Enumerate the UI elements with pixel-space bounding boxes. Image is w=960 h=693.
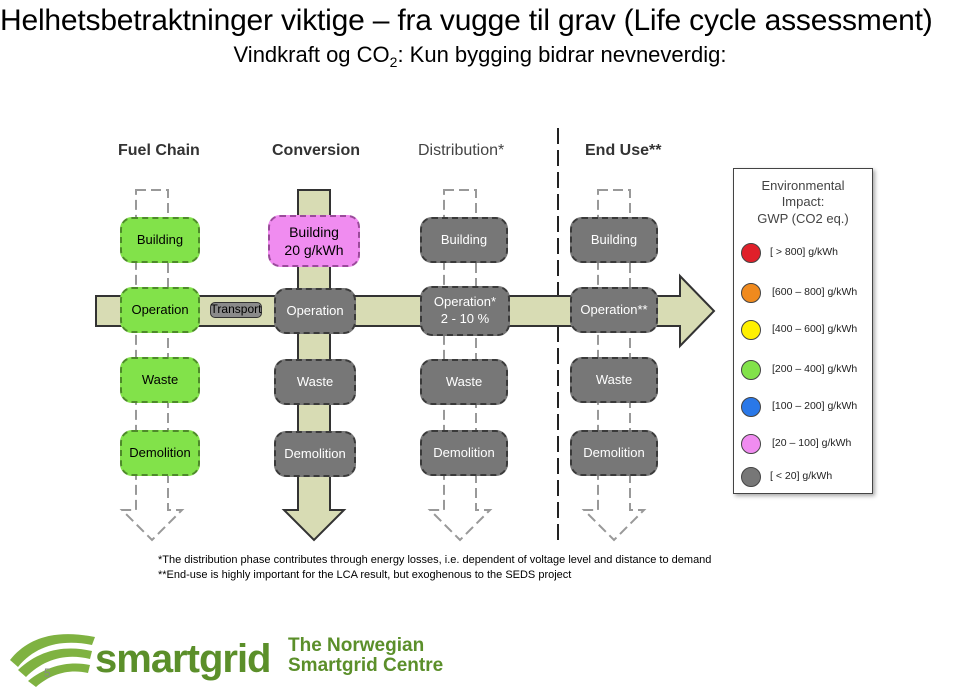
footer-band bbox=[0, 625, 960, 693]
legend-label: [600 – 800] g/kWh bbox=[772, 286, 858, 298]
legend-swatch bbox=[741, 360, 761, 380]
end-use-building-node: Building bbox=[570, 217, 658, 263]
legend-label: [400 – 600] g/kWh bbox=[772, 323, 858, 335]
legend-label: [ > 800] g/kWh bbox=[770, 246, 838, 258]
fuel-operation-node: Operation bbox=[120, 287, 200, 333]
legend-title: Environmental Impact: GWP (CO2 eq.) bbox=[757, 178, 849, 226]
conversion-operation-node: Operation bbox=[274, 288, 356, 334]
slide-title: Helhetsbetraktninger viktige – fra vugge… bbox=[0, 4, 933, 37]
fuel-building-node: Building bbox=[120, 217, 200, 263]
distribution-operation-node: Operation* 2 - 10 % bbox=[420, 286, 510, 336]
legend-swatch bbox=[741, 283, 761, 303]
column-header-fuel-chain: Fuel Chain bbox=[118, 142, 200, 159]
legend-swatch bbox=[741, 467, 761, 487]
legend-swatch bbox=[741, 434, 761, 454]
column-header-end-use: End Use** bbox=[585, 142, 662, 159]
column-header-conversion: Conversion bbox=[272, 142, 361, 159]
conversion-building-node: Building 20 g/kWh bbox=[268, 215, 360, 267]
legend-label: [100 – 200] g/kWh bbox=[772, 400, 858, 412]
legend-label: [ < 20] g/kWh bbox=[770, 470, 833, 482]
distribution-waste-node: Waste bbox=[420, 359, 508, 405]
column-header-distribution: Distribution* bbox=[418, 142, 505, 159]
legend-swatch bbox=[741, 397, 761, 417]
legend-label: [200 – 400] g/kWh bbox=[772, 363, 858, 375]
distribution-footnote: *The distribution phase contributes thro… bbox=[158, 554, 712, 566]
smartgrid-logo: smartgrid bbox=[95, 637, 271, 681]
transport-node: Transport bbox=[210, 302, 262, 318]
end-use-demolition-node: Demolition bbox=[570, 430, 658, 476]
conversion-waste-node: Waste bbox=[274, 359, 356, 405]
conversion-demolition-node: Demolition bbox=[274, 431, 356, 477]
page-number: 5 bbox=[44, 666, 51, 680]
distribution-building-node: Building bbox=[420, 217, 508, 263]
legend-swatch bbox=[741, 320, 761, 340]
slide-subtitle: Vindkraft og CO2: Kun bygging bidrar nev… bbox=[233, 42, 727, 70]
end-use-footnote: **End-use is highly important for the LC… bbox=[158, 569, 572, 581]
fuel-waste-node: Waste bbox=[120, 357, 200, 403]
legend-swatch bbox=[741, 243, 761, 263]
fuel-demolition-node: Demolition bbox=[120, 430, 200, 476]
legend-label: [20 – 100] g/kWh bbox=[772, 437, 852, 449]
end-use-operation-node: Operation** bbox=[570, 287, 658, 333]
distribution-demolition-node: Demolition bbox=[420, 430, 508, 476]
logo-swoosh-icon bbox=[10, 634, 95, 667]
end-use-waste-node: Waste bbox=[570, 357, 658, 403]
organisation-name: The Norwegian Smartgrid Centre bbox=[288, 635, 444, 676]
